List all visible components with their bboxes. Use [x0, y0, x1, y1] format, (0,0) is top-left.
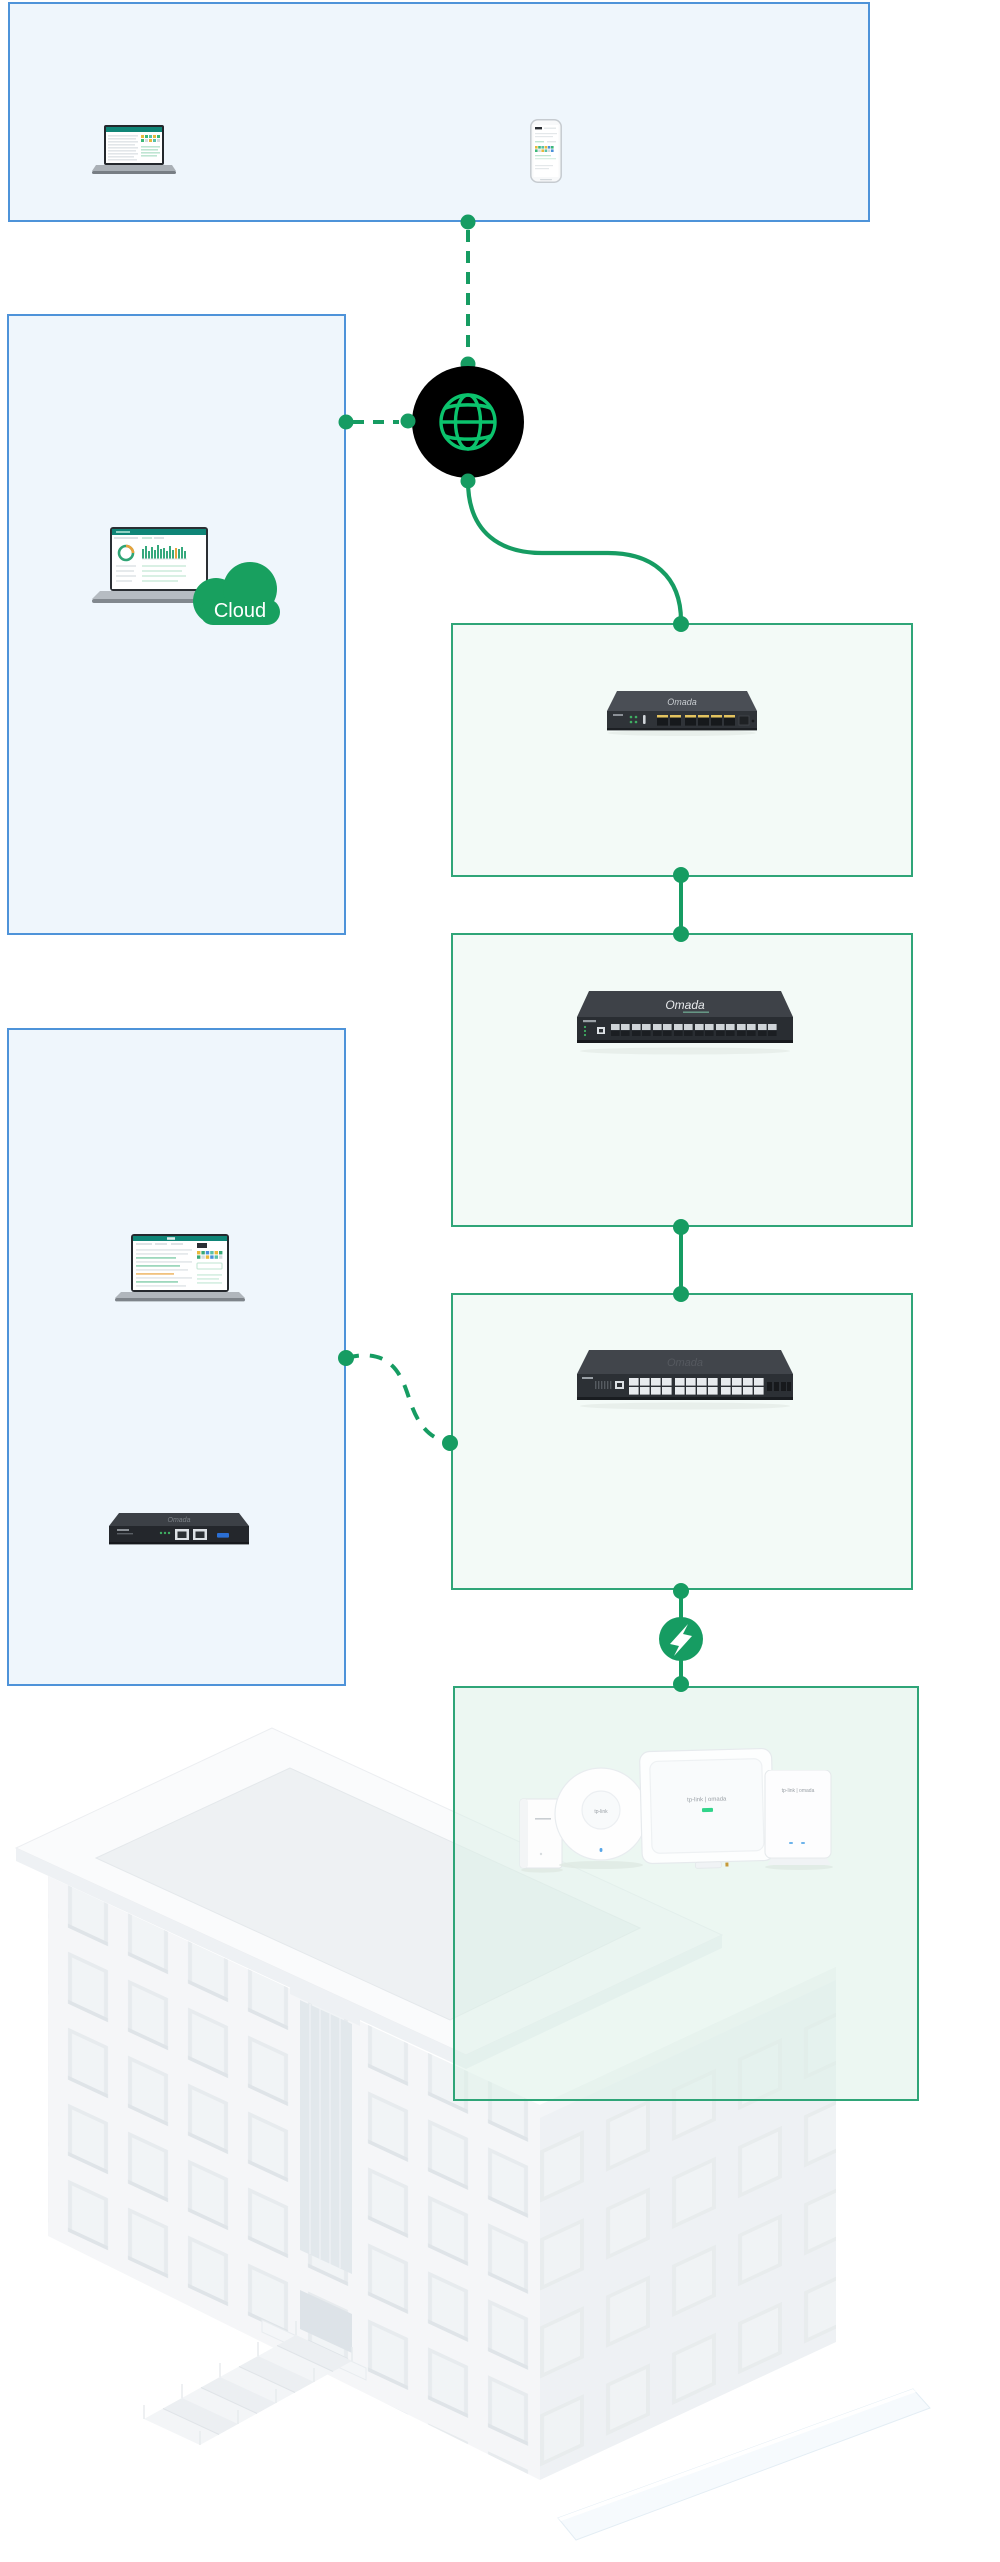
connector-dot [460, 473, 476, 489]
smartphone [530, 119, 562, 183]
globe-icon [439, 393, 497, 451]
building-entrance-door [300, 2290, 352, 2353]
access-switch-logo: Omada [667, 1357, 703, 1369]
gateway-router: Omada [607, 691, 757, 736]
desktop-ap-logo: tp-link | omada [782, 1788, 815, 1794]
laptop-dashboard [92, 125, 176, 174]
building-entrance-glass [300, 2000, 352, 2274]
outdoor-ap-logo: tp-link | omada [687, 1796, 727, 1803]
connector-internet-gateway [465, 480, 684, 622]
cloud-label: Cloud [214, 600, 266, 622]
poe-badge [659, 1617, 703, 1661]
wall-plate-ap [519, 1798, 563, 1873]
cloud-laptop [92, 527, 226, 603]
access-switch-panel: Omada [451, 1293, 913, 1590]
desktop-ap: tp-link | omada [764, 1770, 833, 1870]
connector-controller-access [345, 1353, 451, 1445]
controller-panel: Omada [7, 1028, 346, 1686]
internet-node [412, 366, 524, 478]
access-points-panel: tp-link tp-link | omada tp-link | omada [453, 1686, 919, 2101]
cloud-icon: Cloud [193, 562, 280, 625]
access-switch: Omada [577, 1350, 793, 1410]
connector-dot [400, 413, 416, 429]
outdoor-ap: tp-link | omada [639, 1747, 775, 1869]
globe-background [412, 366, 524, 478]
aggregation-switch-panel: Omada [451, 933, 913, 1227]
poe-badge-circle [659, 1617, 703, 1661]
aggregation-switch: Omada [577, 991, 793, 1055]
hardware-controller: Omada [109, 1513, 249, 1545]
building-stairs [143, 2321, 353, 2445]
agg-switch-logo: Omada [665, 998, 705, 1012]
admin-clients-panel [8, 2, 870, 222]
ceiling-ap: tp-link [554, 1767, 648, 1869]
controller-logo: Omada [168, 1517, 191, 1524]
lightning-icon [670, 1624, 692, 1656]
controller-laptop [115, 1234, 245, 1302]
ceiling-ap-logo: tp-link [594, 1809, 608, 1815]
cloud-management-panel: Cloud [7, 314, 346, 935]
connector-dot [460, 356, 476, 372]
router-logo: Omada [667, 697, 697, 707]
gateway-panel: Omada [451, 623, 913, 877]
